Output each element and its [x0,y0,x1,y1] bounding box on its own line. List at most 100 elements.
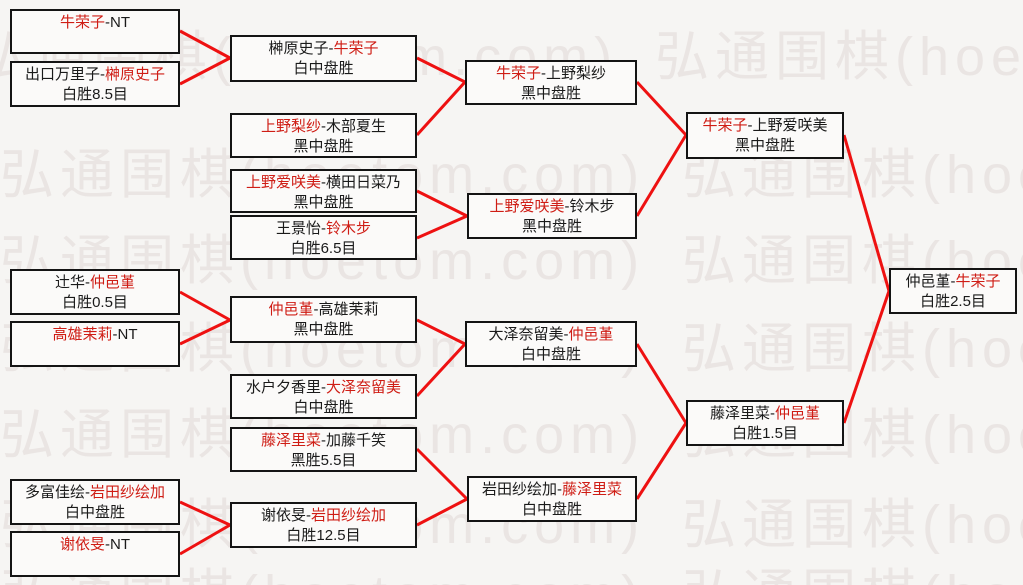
player-name: -NT [105,14,130,31]
player-name-winner: 仲邑堇 [268,301,314,318]
match-result: 黑中盘胜 [734,137,795,154]
match-result: 白胜1.5目 [732,425,798,442]
player-name-winner: 上野爱咲美 [489,198,565,215]
connector-line [179,523,231,556]
player-name: -NT [112,326,138,343]
match-players: 仲邑堇-高雄茉莉 [232,300,415,320]
match-players: 上野梨纱-木部夏生 [232,117,415,137]
player-name: 谢依旻- [260,507,311,524]
match-players: 仲邑堇-牛荣子 [891,272,1015,292]
player-name-winner: 谢依旻 [59,536,105,553]
match-players: 高雄茉莉-NT [12,325,178,345]
player-name: 榊原史子- [268,40,334,57]
match-box-round1-match4: 高雄茉莉-NT [10,321,180,367]
player-name: -木部夏生 [321,118,386,135]
match-box-quarterfinal-4: 岩田纱绘加-藤泽里菜白中盘胜 [467,476,637,522]
match-result: 黑中盘胜 [521,218,582,235]
match-players: 上野爱咲美-铃木步 [469,197,635,217]
match-result: 黑中盘胜 [293,194,354,211]
match-box-round2-match8: 谢依旻-岩田纱绘加白胜12.5目 [230,502,417,548]
connector-line [179,500,231,527]
connector-line [179,29,231,60]
player-name-winner: 高雄茉莉 [52,326,113,343]
match-result: 白中盘胜 [293,399,354,416]
player-name-winner: 牛荣子 [955,273,1001,290]
player-name: 多富佳绘- [24,484,90,501]
player-name-winner: 榊原史子 [104,66,165,83]
player-name-winner: 铃木步 [325,220,371,237]
connector-line [179,56,231,86]
player-name: -NT [105,536,130,553]
match-box-round2-match7: 藤泽里菜-加藤千笑黑胜5.5目 [230,427,417,472]
connector-line [842,134,891,292]
match-players: 岩田纱绘加-藤泽里菜 [469,480,635,500]
match-players: 上野爱咲美-横田日菜乃 [232,173,415,193]
connector-line [415,342,467,398]
player-name: 岩田纱绘加- [481,481,562,498]
connector-line [179,290,231,322]
match-box-round1-match1: 牛荣子-NT [10,9,180,54]
match-result: 白胜8.5目 [62,86,128,103]
player-name-winner: 上野爱咲美 [245,174,321,191]
match-box-quarterfinal-3: 大泽奈留美-仲邑堇白中盘胜 [465,321,637,367]
connector-line [415,80,467,137]
connector-line [416,189,468,218]
player-name: 水户夕香里- [245,379,326,396]
player-name-winner: 仲邑堇 [568,326,614,343]
player-name: 王景怡- [275,220,326,237]
player-name-winner: 仲邑堇 [89,274,135,291]
match-players: 大泽奈留美-仲邑堇 [467,325,635,345]
player-name: -加藤千笑 [321,432,386,449]
match-result: 黑胜5.5目 [290,452,357,469]
player-name-winner: 牛荣子 [333,40,379,57]
match-box-round2-match3: 上野爱咲美-横田日菜乃黑中盘胜 [230,169,417,213]
match-box-quarterfinal-1: 牛荣子-上野梨纱黑中盘胜 [465,60,637,105]
player-name: -上野梨纱 [541,65,606,82]
connector-line [416,56,466,84]
match-box-round1-match2: 出口万里子-榊原史子白胜8.5目 [10,61,180,107]
match-players: 牛荣子-NT [12,13,178,33]
connector-line [635,343,688,424]
connector-line [416,497,468,527]
match-box-round2-match2: 上野梨纱-木部夏生黑中盘胜 [230,113,417,158]
player-name: -高雄茉莉 [313,301,379,318]
match-players: 水户夕香里-大泽奈留美 [232,378,415,398]
match-result: 白胜0.5目 [62,294,128,311]
match-result: 白胜2.5目 [920,293,986,310]
match-players: 谢依旻-岩田纱绘加 [232,506,415,526]
match-box-round1-match5: 多富佳绘-岩田纱绘加白中盘胜 [10,479,180,525]
player-name-winner: 藤泽里菜 [260,432,321,449]
player-name-winner: 牛荣子 [495,65,541,82]
match-result: 白胜6.5目 [290,240,357,257]
connector-line [635,134,688,217]
player-name-winner: 藤泽里菜 [561,481,622,498]
match-box-round2-match1: 榊原史子-牛荣子白中盘胜 [230,35,417,82]
match-box-semifinal-2: 藤泽里菜-仲邑堇白胜1.5目 [686,400,844,446]
match-result: 黑中盘胜 [520,85,581,102]
player-name-winner: 牛荣子 [702,117,748,134]
player-name-winner: 岩田纱绘加 [310,507,386,524]
player-name-winner: 上野梨纱 [260,118,321,135]
connector-line [416,214,468,240]
match-result: 白中盘胜 [293,60,354,77]
connector-line [842,290,891,424]
player-name-winner: 岩田纱绘加 [89,484,165,501]
match-box-round2-match5: 仲邑堇-高雄茉莉黑中盘胜 [230,296,417,343]
match-result: 白中盘胜 [64,504,125,521]
match-players: 藤泽里菜-加藤千笑 [232,431,415,451]
match-result: 白胜12.5目 [286,527,361,544]
match-box-final: 仲邑堇-牛荣子白胜2.5目 [889,268,1017,314]
player-name: -横田日菜乃 [321,174,401,191]
match-players: 王景怡-铃木步 [232,219,415,239]
match-result: 黑中盘胜 [293,138,354,155]
match-result: 黑中盘胜 [293,321,354,338]
match-players: 谢依旻-NT [12,535,178,555]
player-name: 出口万里子- [24,66,105,83]
match-box-quarterfinal-2: 上野爱咲美-铃木步黑中盘胜 [467,193,637,239]
player-name-winner: 大泽奈留美 [325,379,401,396]
player-name: -上野爱咲美 [747,117,828,134]
connector-line [416,318,466,346]
match-players: 榊原史子-牛荣子 [232,39,415,59]
match-result: 白中盘胜 [521,501,582,518]
